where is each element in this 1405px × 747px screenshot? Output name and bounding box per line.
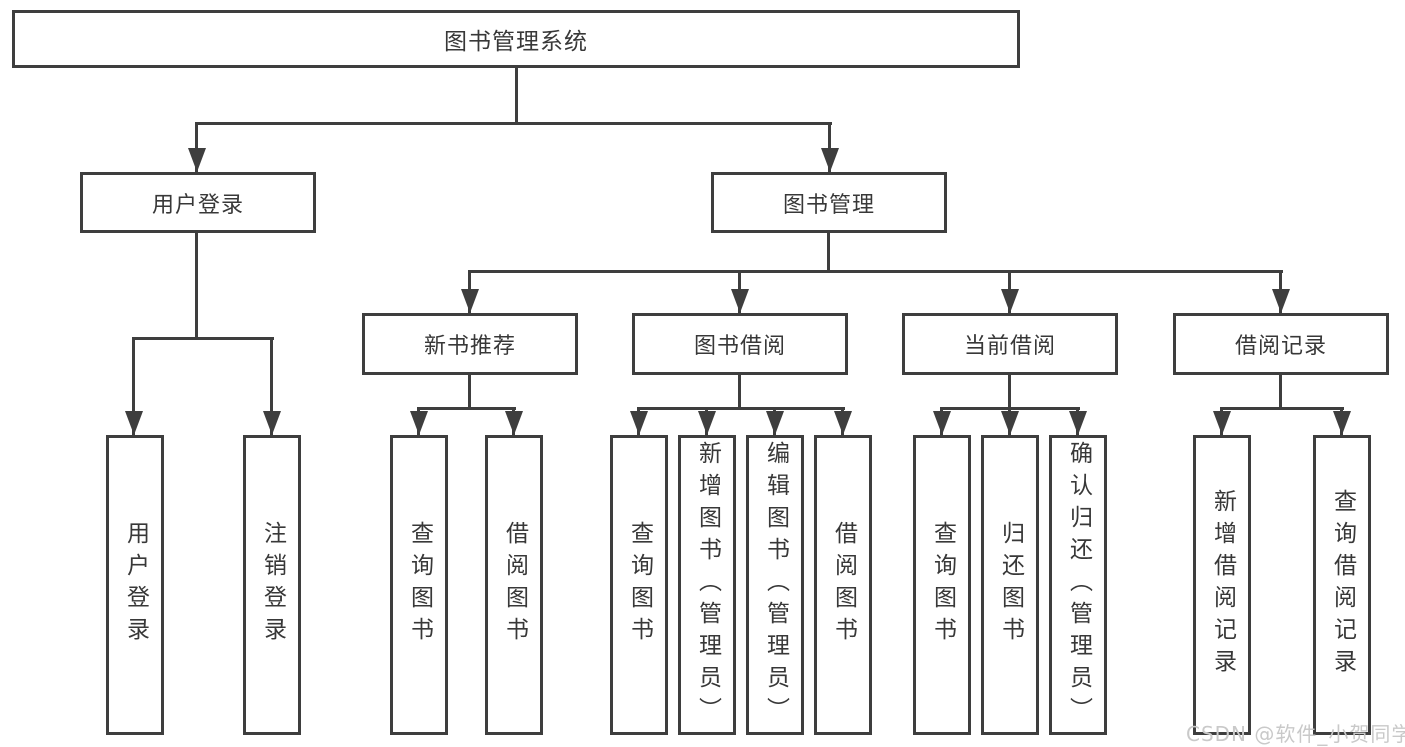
leaf-cb-query-books: 查询图书 [913, 435, 971, 735]
arrowhead-user-login [188, 148, 206, 172]
leaf-bb-query-books: 查询图书 [610, 435, 668, 735]
arrowhead-borrow-records [1272, 289, 1290, 313]
arrowhead-cb-return-books [1001, 411, 1019, 435]
connector-user-login-stem [195, 233, 198, 337]
connector-records-bar [1220, 407, 1344, 410]
leaf-cb-confirm-return-admin: 确认归还（管理员） [1049, 435, 1107, 735]
leaf-label: 注销登录 [259, 521, 286, 649]
node-label: 当前借阅 [963, 334, 1056, 359]
node-label: 借阅记录 [1234, 334, 1327, 359]
leaf-label: 查询借阅记录 [1329, 489, 1356, 681]
node-borrow-records: 借阅记录 [1173, 313, 1389, 375]
node-book-borrow: 图书借阅 [632, 313, 848, 375]
node-label: 图书管理 [782, 192, 875, 218]
connector-records-stem [1279, 375, 1282, 407]
leaf-label: 新增图书（管理员） [694, 441, 721, 729]
leaf-user-login: 用户登录 [106, 435, 164, 735]
arrowhead-leaf-logout [263, 411, 281, 435]
csdn-watermark: CSDN @软件_小贺同学 [1186, 722, 1405, 746]
leaf-bb-add-books-admin: 新增图书（管理员） [678, 435, 736, 735]
node-label: 新书推荐 [423, 334, 516, 359]
leaf-label: 新增借阅记录 [1209, 489, 1236, 681]
leaf-label: 查询图书 [626, 521, 653, 649]
connector-root-stem [515, 68, 518, 122]
leaf-br-query-borrow-record: 查询借阅记录 [1313, 435, 1371, 735]
node-label: 图书管理系统 [444, 29, 588, 55]
node-book-management: 图书管理 [711, 172, 947, 233]
leaf-nb-borrow-books: 借阅图书 [485, 435, 543, 735]
leaf-nb-query-books: 查询图书 [390, 435, 448, 735]
leaf-label: 用户登录 [122, 521, 149, 649]
arrowhead-bb-edit-books [766, 411, 784, 435]
connector-new-book-stem [468, 375, 471, 407]
node-new-book-recommend: 新书推荐 [362, 313, 578, 375]
leaf-cb-return-books: 归还图书 [981, 435, 1039, 735]
leaf-label: 查询图书 [406, 521, 433, 649]
connector-book-mgmt-bar [468, 270, 1283, 273]
arrowhead-nb-query-books [410, 411, 428, 435]
node-user-login: 用户登录 [80, 172, 316, 233]
leaf-label: 查询图书 [929, 521, 956, 649]
node-label: 图书借阅 [693, 334, 786, 359]
connector-root-drop-left [195, 122, 198, 172]
arrowhead-cb-query-books [933, 411, 951, 435]
connector-root-bar [195, 122, 832, 125]
connector-user-login-drop-2 [270, 337, 273, 435]
arrowhead-book-management [821, 148, 839, 172]
arrowhead-current-borrow [1001, 289, 1019, 313]
node-label: 用户登录 [151, 192, 244, 218]
connector-new-book-bar [417, 407, 516, 410]
arrowhead-br-query-record [1333, 411, 1351, 435]
connector-root-drop-right [828, 122, 831, 172]
arrowhead-bb-borrow-books [834, 411, 852, 435]
connector-borrow-bar [637, 407, 845, 410]
leaf-label: 借阅图书 [830, 521, 857, 649]
arrowhead-cb-confirm-return [1069, 411, 1087, 435]
arrowhead-bb-query-books [630, 411, 648, 435]
leaf-logout: 注销登录 [243, 435, 301, 735]
node-current-borrow: 当前借阅 [902, 313, 1118, 375]
connector-user-login-drop-1 [132, 337, 135, 435]
leaf-bb-borrow-books: 借阅图书 [814, 435, 872, 735]
arrowhead-new-book-recommend [461, 289, 479, 313]
connector-borrow-stem [738, 375, 741, 407]
arrowhead-nb-borrow-books [505, 411, 523, 435]
arrowhead-book-borrow [731, 289, 749, 313]
connector-user-login-bar [132, 337, 274, 340]
arrowhead-bb-add-books [698, 411, 716, 435]
arrowhead-leaf-user-login [125, 411, 143, 435]
node-library-management-system: 图书管理系统 [12, 10, 1020, 68]
arrowhead-br-add-record [1213, 411, 1231, 435]
leaf-br-add-borrow-record: 新增借阅记录 [1193, 435, 1251, 735]
leaf-bb-edit-books-admin: 编辑图书（管理员） [746, 435, 804, 735]
connector-book-mgmt-stem [827, 233, 830, 270]
leaf-label: 借阅图书 [501, 521, 528, 649]
leaf-label: 编辑图书（管理员） [762, 441, 789, 729]
connector-current-stem [1008, 375, 1011, 407]
leaf-label: 归还图书 [997, 521, 1024, 649]
leaf-label: 确认归还（管理员） [1065, 441, 1092, 729]
